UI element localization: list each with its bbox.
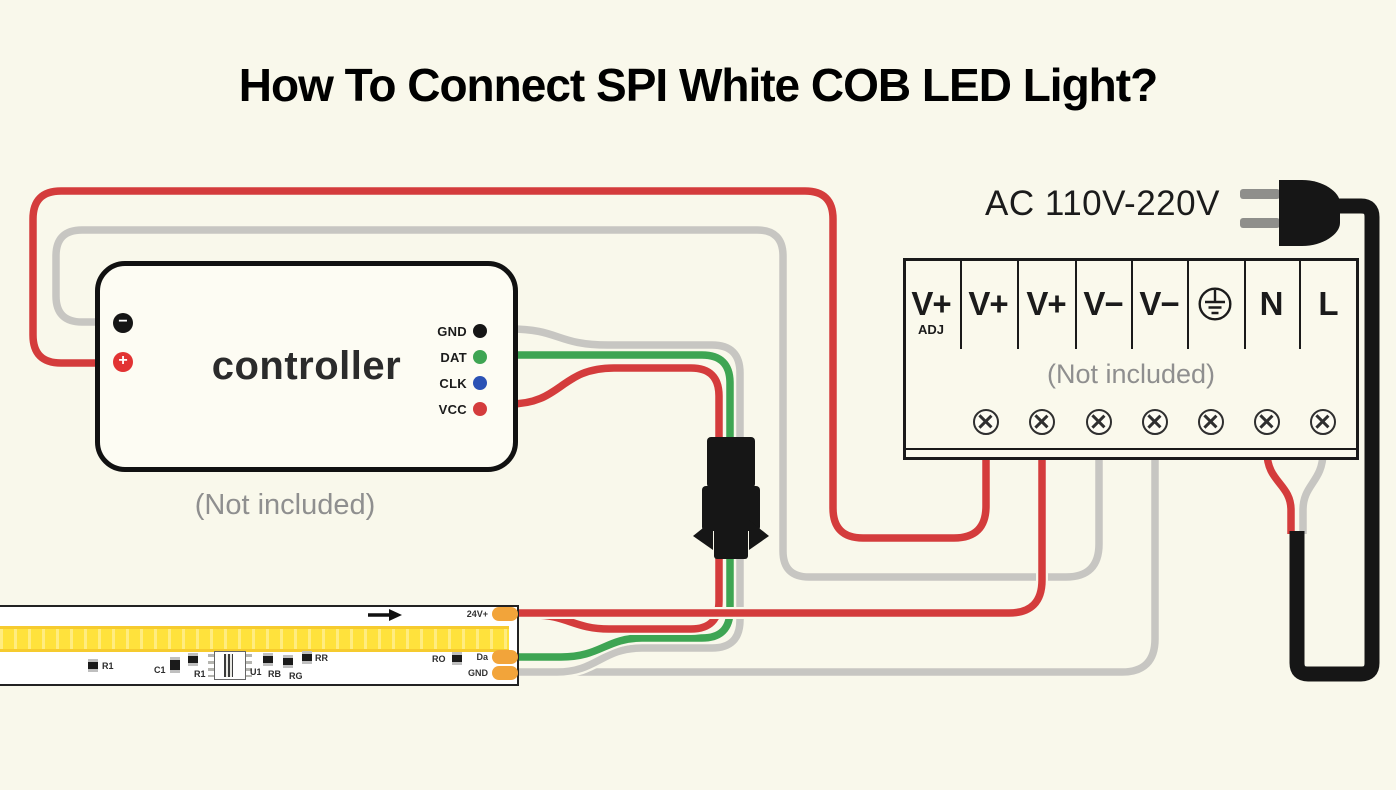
- controller-pin-clk: CLK: [439, 375, 487, 391]
- pad-gnd: [492, 666, 518, 680]
- wire-psu-l-to-cord: [1299, 451, 1327, 534]
- spi-connector-icon: [693, 437, 769, 559]
- screw-terminal-icon: [1310, 409, 1336, 435]
- direction-arrow-icon: [366, 608, 404, 622]
- pin-label: DAT: [440, 349, 467, 365]
- wire-controller-minus-to-psu: [52, 226, 1103, 581]
- capacitor-icon: [170, 657, 180, 673]
- cob-phosphor-band: [0, 626, 509, 652]
- terminal-vminus: V−: [1139, 285, 1179, 322]
- wire-strip-gnd-to-psu: [514, 452, 1159, 676]
- gnd-pin-dot-icon: [473, 324, 487, 338]
- ac-plug-icon: [1240, 180, 1340, 246]
- pin-label: GND: [437, 323, 467, 339]
- component-label: R1: [194, 669, 206, 679]
- vcc-pin-dot-icon: [473, 402, 487, 416]
- dat-pin-dot-icon: [473, 350, 487, 364]
- terminal-divider: [1244, 261, 1246, 349]
- controller-box: − + controller GND DAT CLK VCC: [95, 261, 518, 472]
- minus-symbol: −: [118, 313, 128, 330]
- screw-terminal-icon: [1254, 409, 1280, 435]
- screw-terminal-icon: [1142, 409, 1168, 435]
- led-strip: 24V+ Da GND R1 C1 R1 U1 RB RG RR RO: [0, 605, 519, 686]
- component-label: C1: [154, 665, 166, 675]
- wire-controller-dat-to-strip: [510, 351, 734, 661]
- wire-controller-plus-to-psu: [29, 187, 990, 542]
- component-label: RB: [268, 669, 281, 679]
- wire-casing: [509, 362, 725, 635]
- resistor-icon: [263, 653, 273, 666]
- ic-die: [224, 654, 233, 677]
- terminal-divider: [1187, 261, 1189, 349]
- resistor-icon: [302, 651, 312, 664]
- pad-da-label: Da: [476, 652, 488, 662]
- minus-terminal-icon: −: [113, 313, 133, 333]
- terminal-line: L: [1318, 285, 1338, 322]
- earth-ground-icon: [1197, 286, 1233, 322]
- controller-pin-gnd: GND: [437, 323, 487, 339]
- terminal-adj-sub: ADJ: [917, 322, 944, 337]
- clk-pin-dot-icon: [473, 376, 487, 390]
- terminal-divider: [1075, 261, 1077, 349]
- terminal-divider: [1131, 261, 1133, 349]
- resistor-icon: [283, 655, 293, 668]
- psu-bottom-rail: [906, 448, 1356, 450]
- pin-label: VCC: [438, 401, 467, 417]
- wire-strip-24v-to-psu: [514, 452, 1046, 617]
- screw-terminal-icon: [1198, 409, 1224, 435]
- component-label: RO: [432, 654, 446, 664]
- ac-voltage-label: AC 110V-220V: [985, 184, 1220, 223]
- terminal-vplus-adj: V+: [911, 285, 951, 322]
- controller-pin-vcc: VCC: [439, 401, 487, 417]
- screw-terminal-icon: [1029, 409, 1055, 435]
- terminal-vplus: V+: [968, 285, 1008, 322]
- pad-24v-label: 24V+: [466, 609, 488, 619]
- resistor-icon: [188, 653, 198, 666]
- wire-controller-gnd-to-strip: [509, 325, 744, 676]
- component-label: U1: [250, 667, 262, 677]
- ac-power-cord: [1289, 198, 1380, 682]
- psu-not-included-note: (Not included): [1046, 359, 1216, 389]
- controller-pin-dat: DAT: [440, 349, 487, 365]
- wire-psu-n-to-cord: [1263, 451, 1295, 534]
- screw-terminal-icon: [973, 409, 999, 435]
- resistor-icon: [452, 652, 462, 665]
- wire-controller-vcc-to-strip: [509, 364, 723, 633]
- component-label: RG: [289, 671, 303, 681]
- pad-24v: [492, 607, 518, 621]
- terminal-vminus: V−: [1083, 285, 1123, 322]
- terminal-neutral: N: [1259, 285, 1284, 322]
- controller-label: controller: [211, 344, 402, 388]
- pad-gnd-label: GND: [468, 668, 488, 678]
- plus-symbol: +: [118, 352, 128, 369]
- page-title: How To Connect SPI White COB LED Light?: [238, 59, 1158, 111]
- terminal-vplus: V+: [1026, 285, 1066, 322]
- driver-ic-icon: [208, 651, 252, 680]
- terminal-divider: [1017, 261, 1019, 349]
- terminal-divider: [1299, 261, 1301, 349]
- power-supply-box: V+ ADJ V+ V+ V− V− N L (Not included): [903, 258, 1359, 460]
- terminal-divider: [960, 261, 962, 349]
- plus-terminal-icon: +: [113, 352, 133, 372]
- resistor-icon: [88, 659, 98, 672]
- component-label: RR: [315, 653, 328, 663]
- controller-not-included-note: (Not included): [194, 489, 376, 521]
- pin-label: CLK: [439, 375, 467, 391]
- screw-terminal-icon: [1086, 409, 1112, 435]
- component-label: R1: [102, 661, 114, 671]
- pad-da: [492, 650, 518, 664]
